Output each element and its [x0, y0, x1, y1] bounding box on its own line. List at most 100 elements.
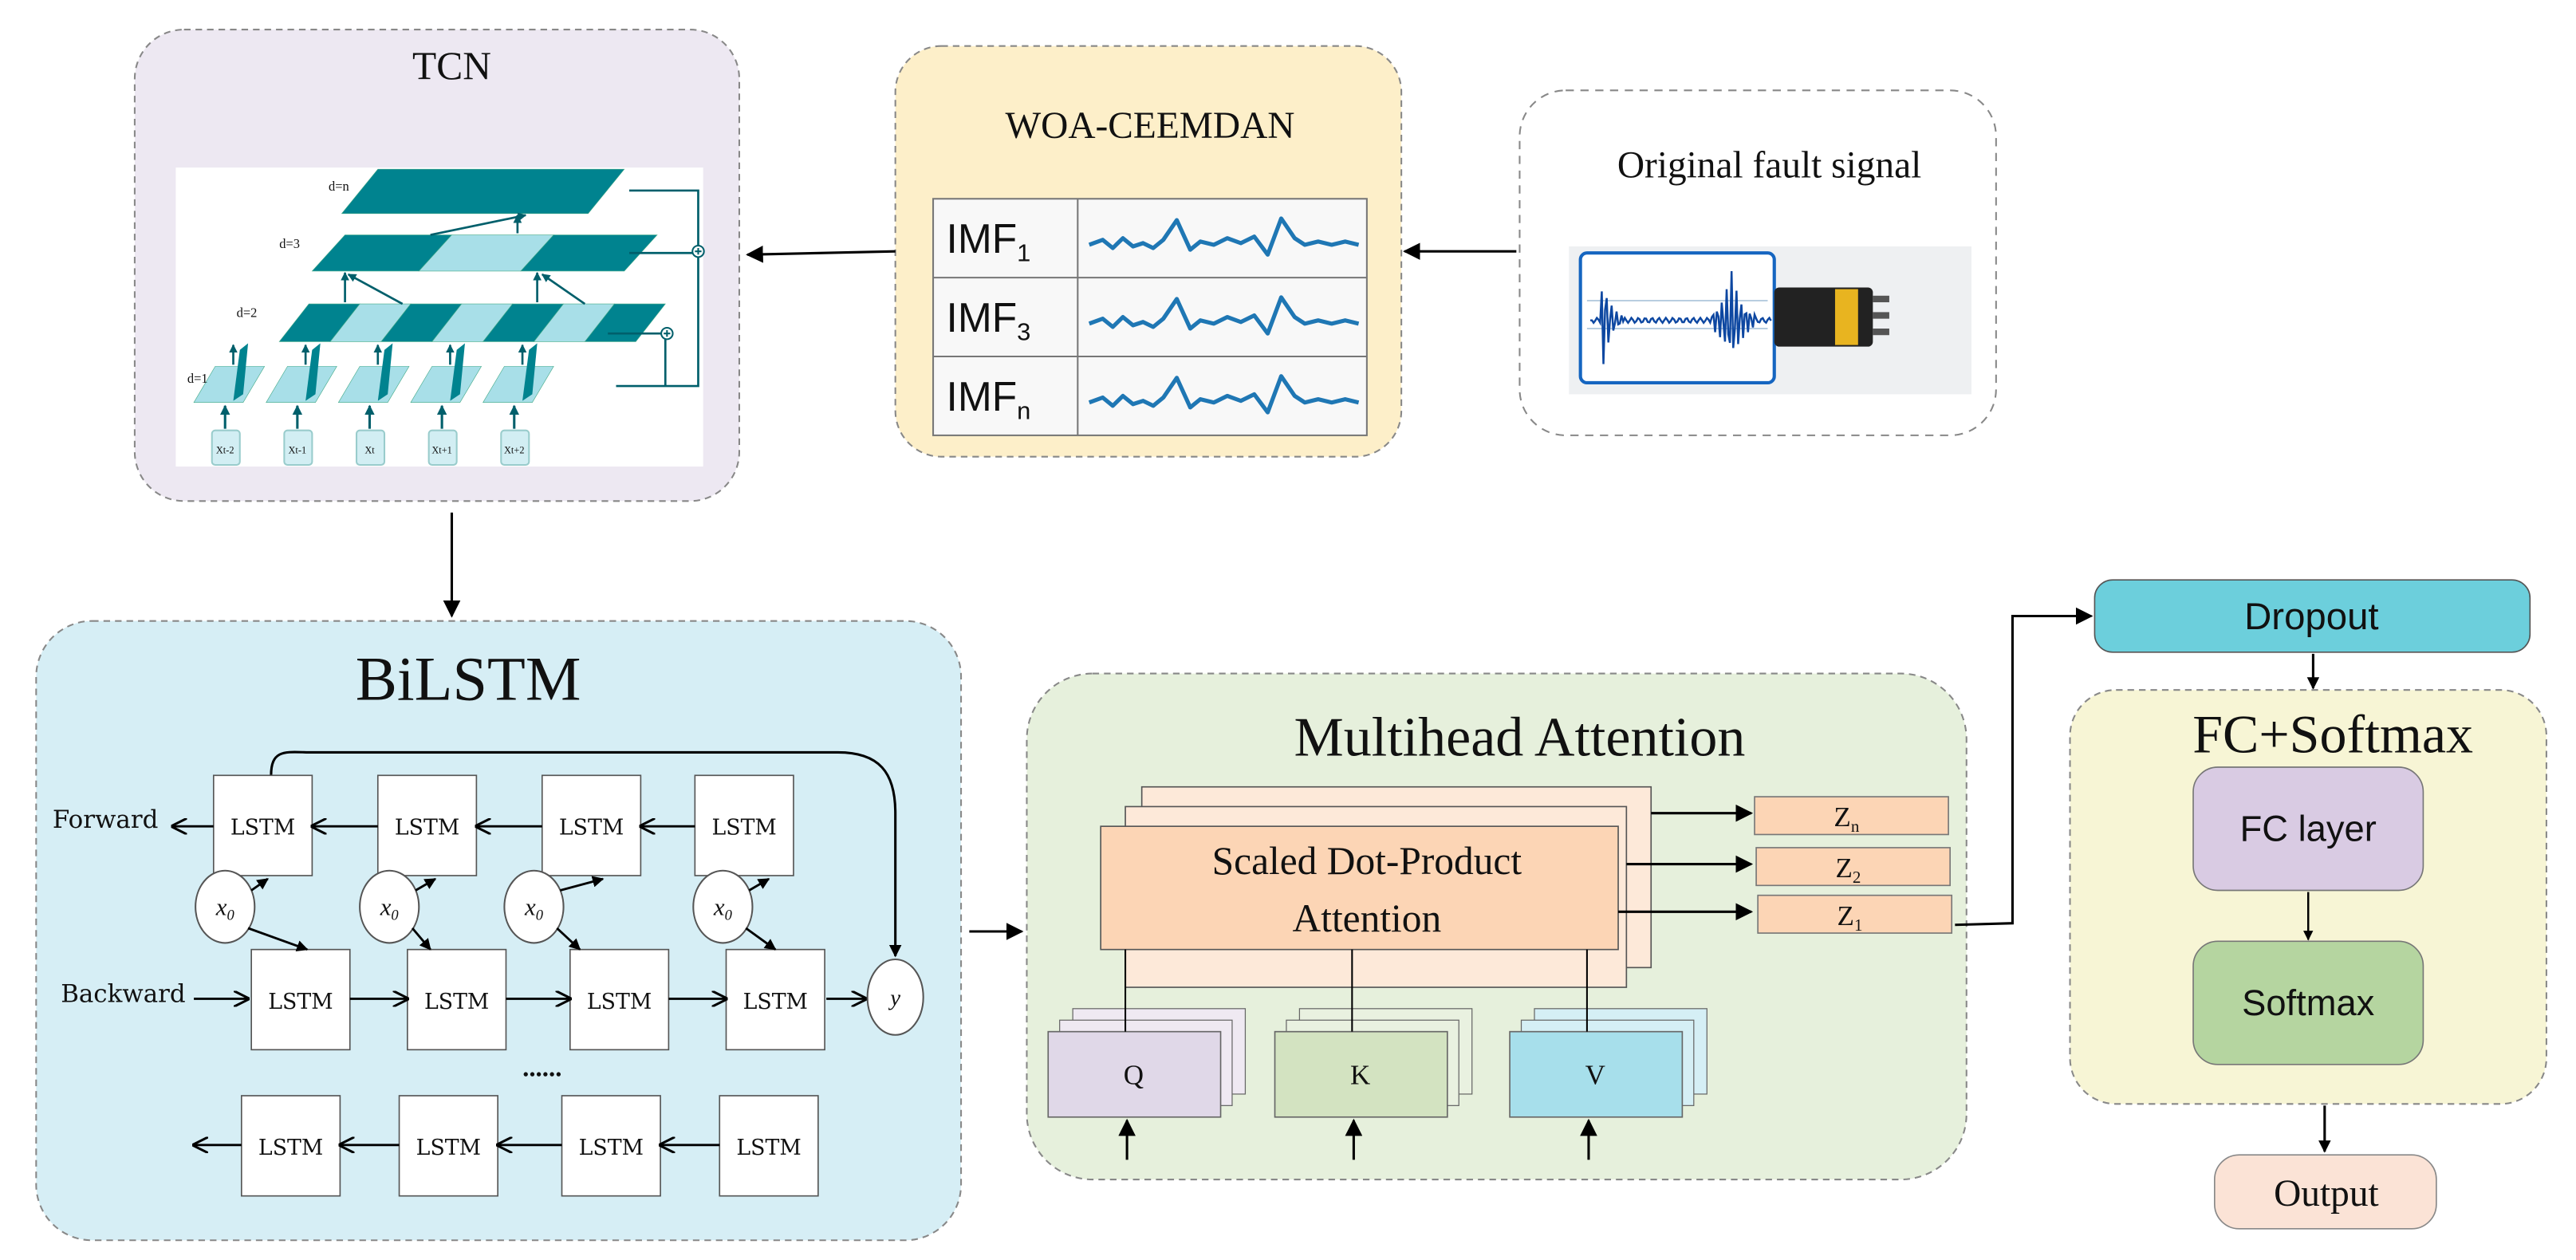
- head-output-label-subscript: 2: [1853, 868, 1861, 887]
- imf-waveform: [1088, 374, 1360, 415]
- input-node: [692, 869, 754, 944]
- forward-lstm-cell-label: LSTM: [230, 815, 295, 840]
- backward-lstm-cell: [569, 948, 670, 1051]
- tcn-layer-d2-segment: [584, 303, 666, 342]
- tcn-input-box: [427, 429, 458, 467]
- input-node-subscript: 0: [391, 908, 399, 924]
- backward-lstm-cell-label: LSTM: [743, 990, 808, 1014]
- imf-waveform: [1088, 216, 1360, 257]
- head-output-label-base: Z: [1835, 852, 1852, 884]
- tcn-title: TCN: [412, 44, 491, 88]
- tcn-filter-plane: [522, 343, 538, 401]
- tcn-filter-plane: [450, 343, 465, 401]
- head-output-label-subscript: 1: [1854, 915, 1862, 935]
- input-node-base: x: [215, 892, 227, 920]
- tcn-residual-path: [616, 189, 699, 388]
- tcn-input-label: Xt+1: [431, 445, 451, 456]
- projection-k-box: [1274, 1030, 1448, 1118]
- output-block: Output: [2213, 1154, 2437, 1230]
- tcn-layer-d1-cell: [266, 366, 337, 404]
- original-signal-title: Original fault signal: [1617, 144, 1921, 186]
- dropout-label: Dropout: [2244, 596, 2379, 638]
- imf-label: IMF3: [947, 294, 1031, 345]
- input-node-subscript: 0: [226, 908, 234, 924]
- scaled-dot-product-attention-block: [1100, 825, 1619, 951]
- input-node: [195, 869, 256, 944]
- tcn-input-label: Xt: [364, 445, 375, 456]
- backward-lstm-cell: [725, 948, 825, 1051]
- head-output-label-base: Z: [1834, 801, 1850, 833]
- bilstm-title: BiLSTM: [356, 644, 581, 714]
- input-node-label: x0: [380, 892, 400, 923]
- stacked-lstm-cell-label: LSTM: [736, 1136, 801, 1160]
- vibration-sensor-image: [1569, 246, 1971, 395]
- head-output-label: Z1: [1837, 900, 1863, 935]
- tcn-input-label: Xt-1: [289, 445, 307, 456]
- imf-label-base: IMF: [947, 215, 1018, 262]
- input-node: [503, 869, 565, 944]
- tcn-layer-dn: [341, 168, 625, 215]
- imf-label-subscript: 1: [1017, 239, 1030, 267]
- imf-label-subscript: n: [1017, 396, 1030, 424]
- head-output-label: Z2: [1835, 852, 1861, 887]
- tcn-dilated-arrow: [430, 212, 527, 236]
- stacked-lstm-cell-label: LSTM: [416, 1136, 481, 1160]
- input-to-backward-arrow: [247, 927, 309, 952]
- tcn-input-box: [211, 429, 241, 467]
- input-node-base: x: [524, 892, 536, 920]
- input-to-backward-arrow: [556, 927, 581, 951]
- tcn-layer-label: d=1: [187, 371, 208, 386]
- tcn-layer-d1-cell: [483, 366, 554, 404]
- tcn-filter-plane: [305, 343, 321, 401]
- tcn-layer-d1-cell: [337, 366, 410, 404]
- head-output-label: Zn: [1834, 801, 1859, 836]
- input-node-label: x0: [524, 892, 544, 923]
- imf-label: IMF1: [947, 215, 1031, 266]
- head-output-box: [1757, 894, 1953, 934]
- projection-q-box: [1047, 1030, 1222, 1118]
- imf-label-base: IMF: [947, 373, 1018, 419]
- input-to-forward-arrow: [560, 876, 605, 892]
- plus-icon-glyph: [695, 248, 702, 255]
- projection-label: K: [1350, 1060, 1370, 1091]
- forward-lstm-cell-label: LSTM: [711, 815, 776, 840]
- input-node: [359, 869, 420, 944]
- imf-label-base: IMF: [947, 294, 1018, 341]
- tcn-filter-plane: [233, 343, 249, 401]
- tcn-input-label: Xt-2: [216, 445, 234, 456]
- tcn-layer-d1-cell: [193, 366, 266, 404]
- tcn-layer-label: d=3: [279, 236, 300, 251]
- output-node: [866, 958, 924, 1036]
- dropout-block: Dropout: [2093, 579, 2531, 653]
- tcn-input-box: [500, 429, 530, 467]
- imf-waveform: [1088, 295, 1360, 336]
- tcn-input-box: [283, 429, 313, 467]
- input-node-base: x: [713, 892, 725, 920]
- imf-label-subscript: 3: [1017, 317, 1030, 345]
- woa-ceemdan-title: WOA-CEEMDAN: [1005, 105, 1294, 147]
- multihead-attention-panel: Multihead Attention Scaled Dot-Product A…: [1026, 672, 1967, 1181]
- fc-layer-label: FC layer: [2240, 809, 2377, 849]
- attention-core-line1: Scaled Dot-Product: [1212, 839, 1522, 883]
- output-node-label: y: [888, 986, 900, 1011]
- fc-softmax-title: FC+Softmax: [2192, 703, 2473, 764]
- attention-title: Multihead Attention: [1294, 707, 1745, 769]
- forward-to-output-connector: [270, 750, 902, 958]
- fc-softmax-panel: FC+Softmax FC layer Softmax: [2069, 689, 2547, 1105]
- forward-lstm-cell: [694, 774, 794, 876]
- attention-core-line2: Attention: [1293, 896, 1442, 940]
- backward-lstm-cell: [407, 948, 507, 1051]
- tcn-input-box: [355, 429, 386, 467]
- forward-lstm-cell: [212, 774, 313, 876]
- stacked-lstm-cell: [561, 1095, 661, 1197]
- tcn-input-label: Xt+2: [504, 445, 524, 456]
- tcn-dilated-arrow: [347, 273, 404, 305]
- forward-lstm-cell-label: LSTM: [559, 815, 624, 840]
- input-to-backward-arrow: [745, 927, 777, 951]
- tcn-dilated-arrow: [541, 273, 586, 305]
- input-to-forward-arrow: [415, 877, 437, 892]
- backward-lstm-cell-label: LSTM: [587, 990, 652, 1014]
- tcn-layer-label: d=n: [329, 179, 349, 194]
